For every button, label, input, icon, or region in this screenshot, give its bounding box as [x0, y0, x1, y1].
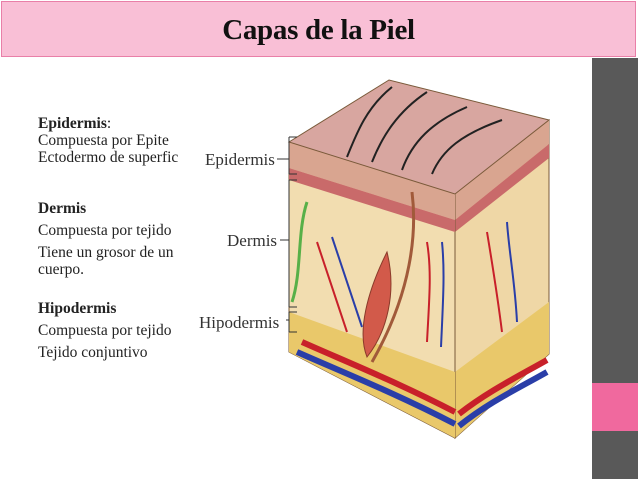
label-epidermis: Epidermis [205, 150, 275, 169]
dermis-line-3: cuerpo. [38, 261, 196, 278]
epidermis-colon: : [107, 115, 111, 132]
epidermis-heading: Epidermis [38, 115, 107, 132]
epidermis-line-1: Compuesta por Epite [38, 132, 196, 149]
dermis-line-1: Compuesta por tejido [38, 222, 196, 239]
title-bar: Capas de la Piel [1, 1, 636, 57]
slide-title: Capas de la Piel [2, 14, 635, 47]
label-hipodermis: Hipodermis [199, 313, 279, 332]
side-accent-block [592, 383, 638, 431]
label-dermis: Dermis [227, 231, 277, 250]
epidermis-heading-line: Epidermis: [38, 115, 196, 132]
dermis-heading: Dermis [38, 200, 196, 217]
dermis-line-2: Tiene un grosor de un [38, 244, 196, 261]
hipodermis-line-2: Tejido conjuntivo [38, 344, 196, 361]
skin-layers-illustration: Epidermis Dermis Hipodermis [197, 62, 578, 457]
text-column: Epidermis: Compuesta por Epite Ectodermo… [38, 115, 196, 361]
hipodermis-heading: Hipodermis [38, 300, 196, 317]
hipodermis-line-1: Compuesta por tejido [38, 322, 196, 339]
epidermis-line-2: Ectodermo de superfic [38, 149, 196, 166]
